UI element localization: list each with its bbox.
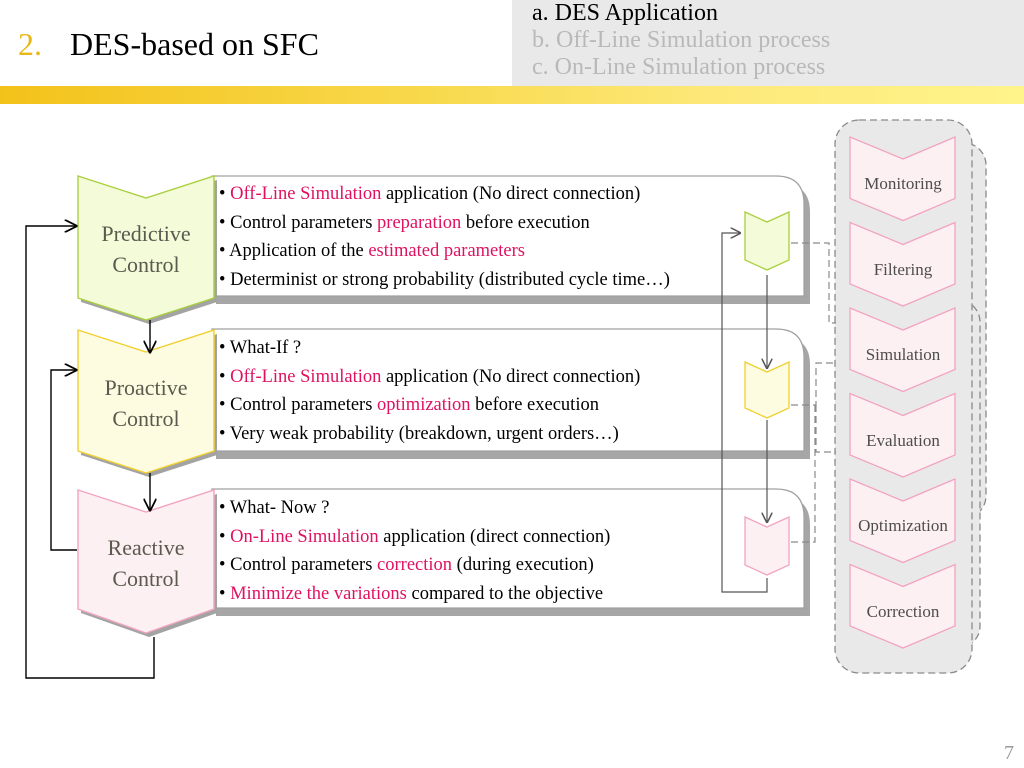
bullet-text: application (direct connection)	[378, 526, 611, 547]
highlighted-term: correction	[377, 555, 453, 575]
process-stack	[834, 119, 987, 674]
process-step-monitoring: Monitoring	[864, 174, 942, 193]
proactive-control-label: Proactive Control	[78, 372, 214, 434]
toc-item-online-simulation[interactable]: c. On-Line Simulation process	[532, 54, 826, 80]
page-title: DES-based on SFC	[70, 26, 319, 62]
bullet-item: • Off-Line Simulation application (No di…	[219, 180, 670, 209]
bullet-text: • What-If ?	[219, 338, 302, 358]
toc-item-des-application[interactable]: a. DES Application	[532, 0, 718, 26]
inner-connectors	[721, 233, 767, 593]
small-chevron-predictive	[744, 210, 790, 271]
process-step-optimization-shape[interactable]	[849, 478, 956, 564]
process-step-evaluation: Evaluation	[866, 430, 940, 450]
bullet-text: •	[219, 583, 231, 604]
process-step-correction: Correction	[866, 601, 940, 621]
bullet-text: • Determinist or strong probability (dis…	[219, 269, 670, 290]
bullet-text: application (No direct connection)	[381, 366, 641, 387]
bullet-item: • Off-Line Simulation application (No di…	[219, 363, 640, 392]
highlighted-term: preparation	[377, 212, 462, 233]
process-step-filtering: Filtering	[873, 259, 933, 279]
section-number: 2.	[18, 26, 42, 62]
bullet-item: • Control parameters optimization before…	[219, 391, 640, 420]
small-chevron-proactive	[744, 360, 790, 419]
proactive-label-line2: Control	[112, 406, 180, 431]
reactive-control-label: Reactive Control	[78, 532, 214, 594]
bullet-text: • Control parameters	[219, 395, 378, 415]
process-step-monitoring-shape[interactable]	[849, 136, 956, 222]
predictive-chevron[interactable]	[77, 175, 217, 324]
bullet-text: (during execution)	[452, 555, 594, 575]
bullet-item: • Control parameters preparation before …	[219, 209, 670, 238]
highlighted-term: Off-Line Simulation	[230, 184, 382, 204]
process-step-simulation: Simulation	[865, 345, 941, 364]
bullet-text: •	[219, 526, 231, 547]
proactive-bullets: • What-If ? • Off-Line Simulation applica…	[219, 334, 640, 448]
highlighted-term: Minimize the variations	[230, 583, 407, 604]
bullet-text: • Control parameters	[219, 212, 378, 233]
reactive-to-predictive-feedback-arrow	[25, 226, 155, 679]
proactive-label-line1: Proactive	[104, 375, 188, 400]
highlighted-term: Off-Line Simulation	[230, 366, 382, 387]
predictive-control-label: Predictive Control	[78, 218, 214, 280]
process-step-simulation-shape[interactable]	[849, 307, 956, 393]
small-chevron-reactive	[744, 515, 790, 576]
predictive-bullets: • Off-Line Simulation application (No di…	[219, 180, 670, 294]
predictive-panel	[211, 175, 810, 304]
bullet-item: • What-If ?	[219, 334, 640, 363]
proactive-panel	[211, 328, 810, 459]
reactive-bullets: • What- Now ? • On-Line Simulation applic…	[219, 494, 610, 608]
dashed-links-to-process	[791, 242, 836, 543]
page-number: 7	[1004, 742, 1014, 764]
header-toc-panel	[512, 0, 1024, 86]
predictive-label-line2: Control	[112, 252, 180, 277]
bullet-item: • On-Line Simulation application (direct…	[219, 523, 610, 552]
bullet-item: • What- Now ?	[219, 494, 610, 523]
bullet-item: • Application of the estimated parameter…	[219, 237, 670, 266]
bullet-text: application (No direct connection)	[381, 184, 641, 204]
bullet-text: • What- Now ?	[219, 498, 330, 518]
header-divider-bar	[0, 86, 1024, 104]
bullet-item: • Determinist or strong probability (dis…	[219, 266, 670, 295]
bullet-item: • Control parameters correction (during …	[219, 551, 610, 580]
reactive-label-line2: Control	[112, 566, 180, 591]
bullet-text: before execution	[470, 395, 599, 415]
reactive-chevron[interactable]	[77, 489, 217, 637]
bullet-text: • Application of the	[219, 241, 369, 261]
reactive-label-line1: Reactive	[107, 535, 185, 560]
bullet-text: • Control parameters	[219, 555, 378, 575]
bullet-text: •	[219, 366, 231, 387]
left-feedback-connectors	[25, 226, 155, 679]
highlighted-term: optimization	[377, 395, 471, 415]
reactive-panel	[211, 488, 810, 616]
process-step-evaluation-shape[interactable]	[849, 392, 956, 478]
reactive-to-proactive-feedback-arrow	[50, 370, 77, 551]
highlighted-term: estimated parameters	[368, 241, 525, 261]
highlighted-term: On-Line Simulation	[230, 526, 379, 547]
process-step-filtering-shape[interactable]	[849, 221, 956, 307]
bullet-item: • Minimize the variations compared to th…	[219, 580, 610, 609]
bullet-text: compared to the objective	[406, 583, 604, 604]
toc-item-offline-simulation[interactable]: b. Off-Line Simulation process	[532, 27, 831, 53]
bullet-item: • Very weak probability (breakdown, urge…	[219, 420, 640, 449]
bullet-text: •	[219, 184, 231, 204]
bullet-text: • Very weak probability (breakdown, urge…	[219, 423, 619, 444]
bullet-text: before execution	[461, 212, 590, 233]
process-step-optimization: Optimization	[858, 516, 948, 535]
process-step-correction-shape[interactable]	[849, 563, 956, 649]
proactive-chevron[interactable]	[77, 329, 217, 477]
predictive-label-line1: Predictive	[101, 221, 191, 246]
